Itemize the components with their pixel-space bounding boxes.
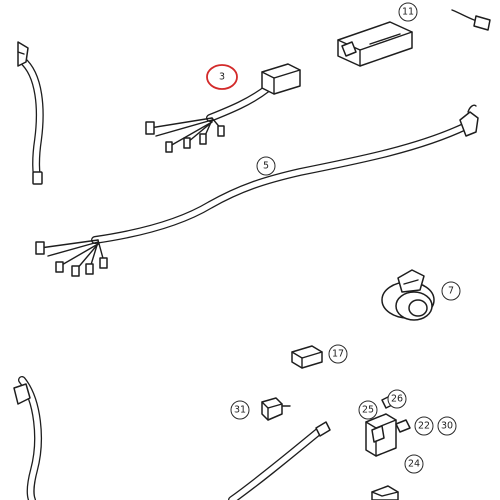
callout-11-label: 11 [402, 7, 414, 18]
callout-17[interactable]: 17 [328, 344, 348, 364]
left-edge-harness [17, 41, 44, 185]
callout-24[interactable]: 24 [404, 454, 424, 474]
callout-26-label: 26 [391, 394, 403, 405]
callout-26[interactable]: 26 [387, 389, 407, 409]
part-17-connector [291, 345, 323, 369]
callout-5[interactable]: 5 [256, 156, 276, 176]
part-7-coil [381, 269, 435, 321]
callout-11[interactable]: 11 [398, 2, 418, 22]
callout-5-label: 5 [263, 161, 269, 172]
lower-cable [228, 421, 331, 500]
callout-31-label: 31 [234, 405, 246, 416]
callout-17-label: 17 [332, 349, 344, 360]
part-31-clip [261, 397, 291, 421]
callout-24-label: 24 [408, 459, 420, 470]
left-lower-partial-part [13, 376, 42, 500]
callout-3-label: 3 [219, 72, 225, 83]
callout-22[interactable]: 22 [414, 416, 434, 436]
bottom-partial-part [371, 485, 399, 500]
callout-25[interactable]: 25 [358, 400, 378, 420]
part-3-harness [145, 63, 301, 153]
callout-7-label: 7 [448, 286, 454, 297]
part-5-wire-tails [35, 239, 108, 277]
callout-30-label: 30 [441, 421, 453, 432]
part-5-main-harness [35, 104, 479, 277]
part-3-wire-tails [145, 117, 225, 153]
callout-31[interactable]: 31 [230, 400, 250, 420]
callout-30[interactable]: 30 [437, 416, 457, 436]
callout-7[interactable]: 7 [441, 281, 461, 301]
part-11-module [337, 21, 413, 67]
callout-22-label: 22 [418, 421, 430, 432]
callout-3[interactable]: 3 [206, 64, 238, 90]
top-right-partial-part [451, 9, 491, 31]
callout-25-label: 25 [362, 405, 374, 416]
